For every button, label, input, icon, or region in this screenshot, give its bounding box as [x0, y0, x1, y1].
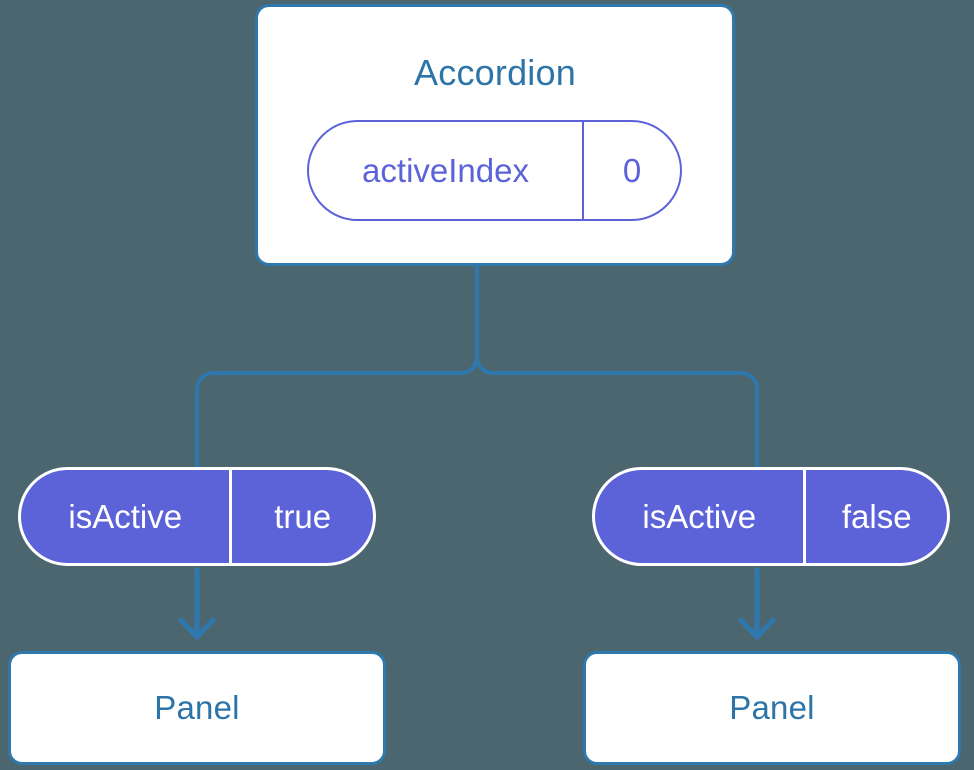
state-pill-value: 0 — [582, 122, 680, 219]
arrow-down-right-icon — [738, 567, 776, 640]
panel-component-card-left[interactable]: Panel — [8, 651, 386, 765]
props-pill-left-key: isActive — [68, 497, 183, 535]
panel-title-right: Panel — [729, 689, 815, 726]
props-pill-right-key: isActive — [642, 497, 757, 535]
arrow-down-left-icon — [178, 567, 216, 640]
state-pill-key: activeIndex — [362, 151, 529, 189]
props-pill-right[interactable]: isActive false — [592, 467, 950, 566]
props-pill-left[interactable]: isActive true — [18, 467, 376, 566]
panel-component-card-right[interactable]: Panel — [583, 651, 961, 765]
state-pill-active-index[interactable]: activeIndex 0 — [307, 120, 682, 221]
accordion-title: Accordion — [414, 52, 576, 93]
fork-connector-right — [475, 355, 759, 469]
panel-title-left: Panel — [154, 689, 240, 726]
props-pill-right-value: false — [803, 470, 947, 563]
props-pill-left-value: true — [229, 470, 373, 563]
fork-connector — [195, 264, 479, 469]
